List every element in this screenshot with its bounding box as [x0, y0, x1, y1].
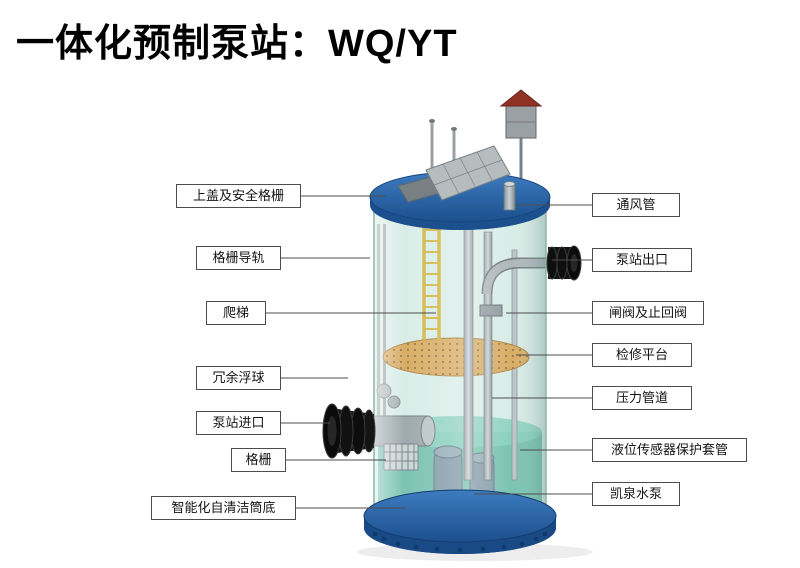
inlet-flange — [322, 403, 376, 459]
label-kaiquan-pump: 凯泉水泵 — [592, 482, 680, 506]
label-pressure-pipe: 压力管道 — [592, 386, 692, 410]
base-flange-bolts — [372, 531, 548, 553]
tank-base — [363, 489, 557, 554]
label-self-cleaning-bottom: 智能化自清洁筒底 — [151, 496, 296, 520]
label-top-cover-safety-grille: 上盖及安全格栅 — [176, 184, 301, 208]
label-pump-station-inlet: 泵站进口 — [196, 411, 281, 435]
label-grille: 格栅 — [231, 448, 286, 472]
label-redundant-float: 冗余浮球 — [196, 366, 281, 390]
label-grille-guide-rail: 格栅导轨 — [196, 246, 281, 270]
outlet-flange — [546, 245, 582, 281]
label-ladder: 爬梯 — [206, 301, 266, 325]
leader-lines — [266, 195, 592, 509]
label-level-sensor-sleeve: 液位传感器保护套管 — [592, 438, 747, 462]
solar-panel — [425, 145, 511, 201]
cabinet-roof — [499, 89, 543, 107]
label-pump-station-outlet: 泵站出口 — [592, 248, 692, 272]
glass-sheen — [374, 202, 546, 527]
vent-pipe — [503, 181, 516, 211]
label-gate-check-valve: 闸阀及止回阀 — [592, 301, 704, 325]
label-service-platform: 检修平台 — [592, 343, 692, 367]
control-cabinet — [499, 89, 543, 186]
page-title: 一体化预制泵站：WQ/YT — [16, 23, 458, 65]
label-vent-pipe: 通风管 — [592, 193, 680, 217]
